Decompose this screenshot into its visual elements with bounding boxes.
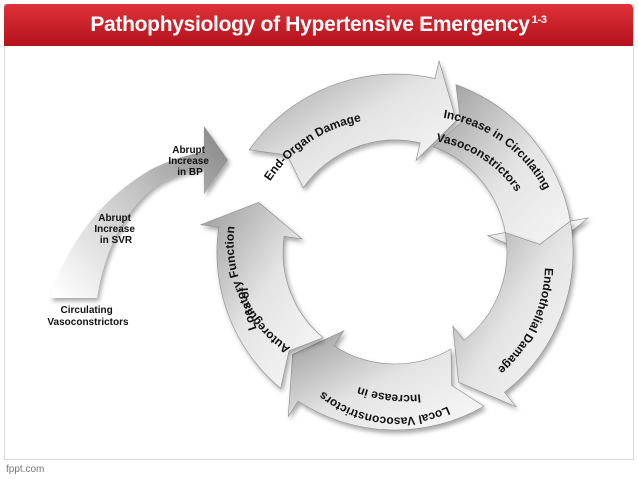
label-abrupt-increase-bp: Abrupt Increase in BP	[168, 145, 211, 178]
cycle-arrow-segment	[452, 220, 574, 408]
footer: fppt.com	[0, 460, 638, 479]
cycle-arrow-segment	[287, 330, 485, 431]
cycle-arrow-segment	[248, 59, 457, 189]
cycle-arrow-segment	[199, 202, 324, 389]
input-arrow: Circulating Vasoconstrictors Abrupt Incr…	[47, 126, 228, 328]
footer-source: fppt.com	[6, 464, 45, 475]
label-abrupt-increase-svr: Abrupt Increase in SVR	[94, 213, 137, 246]
title-bar: Pathophysiology of Hypertensive Emergenc…	[4, 4, 633, 46]
slide-title: Pathophysiology of Hypertensive Emergenc…	[90, 13, 547, 36]
title-citation: 1-3	[531, 14, 547, 26]
cycle-ring	[199, 59, 590, 431]
label-circulating-vasoconstrictors: Circulating Vasoconstrictors	[47, 305, 129, 328]
input-arrow-shape	[50, 126, 228, 298]
